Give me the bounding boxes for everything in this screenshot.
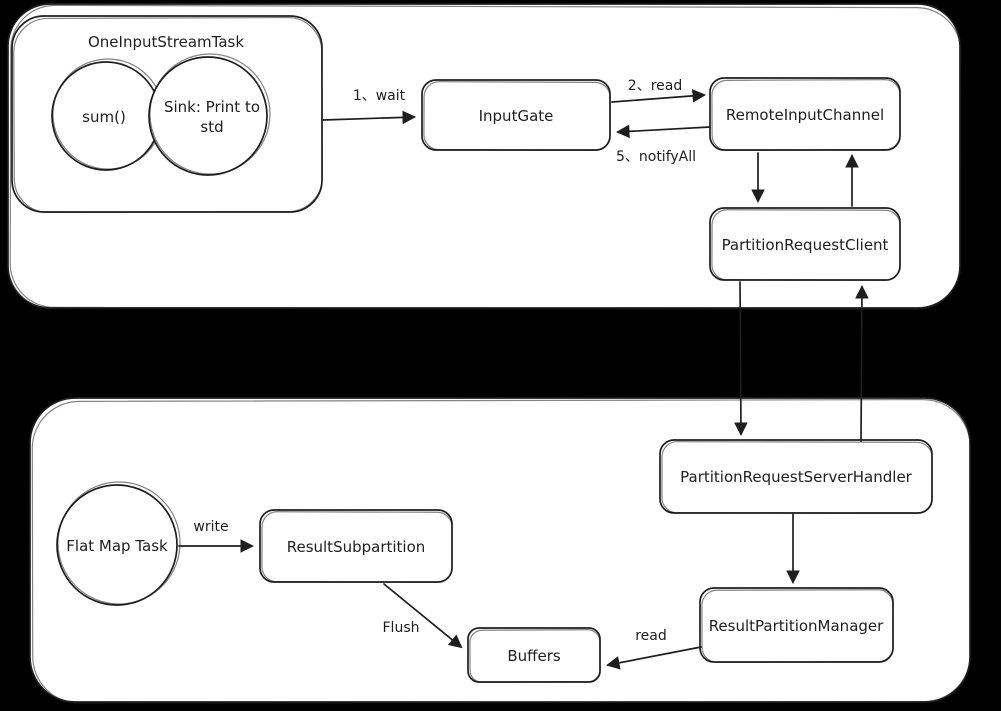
buffers-sketch-stroke [469, 629, 601, 683]
upper-container-sketch-stroke [9, 4, 962, 311]
edge-prsh-to-prc-arrow [855, 284, 869, 442]
partition-request-server-handler-label: PartitionRequestServerHandler [680, 468, 913, 486]
edge-flush-arrow [383, 583, 463, 649]
input-gate-sketch-stroke [423, 81, 611, 151]
flat-map-task-sketch-stroke [57, 481, 181, 605]
remote-input-channel-label: RemoteInputChannel [726, 106, 884, 124]
remote-input-channel-sketch-stroke [711, 79, 901, 151]
sink-node-label-line2: std [200, 118, 223, 136]
partition-request-client-label: PartitionRequestClient [722, 236, 889, 254]
result-subpartition-label: ResultSubpartition [287, 538, 426, 556]
lower-container-sketch-stroke [31, 399, 972, 704]
result-partition-manager-label: ResultPartitionManager [709, 617, 884, 635]
edge-write-label: write [193, 519, 228, 535]
sink-node-label-line1: Sink: Print to [164, 98, 260, 116]
sink-node-sketch-stroke [149, 53, 271, 175]
edge-notify-all-arrow [615, 124, 711, 139]
sum-node-label: sum() [82, 108, 126, 126]
edge-notify-all-label: 5、notifyAll [616, 149, 696, 165]
result-partition-manager-sketch-stroke [701, 589, 894, 663]
partition-request-server-handler-sketch-stroke [661, 441, 933, 514]
edge-flush-label: Flush [383, 620, 420, 636]
input-gate-label: InputGate [479, 107, 554, 125]
edge-read-label: 2、read [628, 78, 682, 94]
sink-node-circle [148, 56, 268, 176]
flat-map-task-label: Flat Map Task [66, 537, 168, 555]
one-input-stream-task-sketch-stroke [13, 16, 323, 214]
edge-read-arrow [611, 89, 707, 103]
result-subpartition-sketch-stroke [261, 511, 453, 583]
edge-prc-to-prsh-arrow [734, 281, 748, 437]
edge-buffer-read-arrow [605, 646, 702, 670]
one-input-stream-task-label: OneInputStreamTask [88, 33, 244, 51]
buffers-label: Buffers [507, 647, 561, 665]
edge-buffer-read-label: read [635, 628, 667, 644]
partition-request-client-sketch-stroke [711, 209, 901, 281]
flat-map-task-circle [56, 484, 178, 606]
edge-wait-arrow [322, 110, 417, 125]
edge-wait-label: 1、wait [353, 88, 406, 104]
